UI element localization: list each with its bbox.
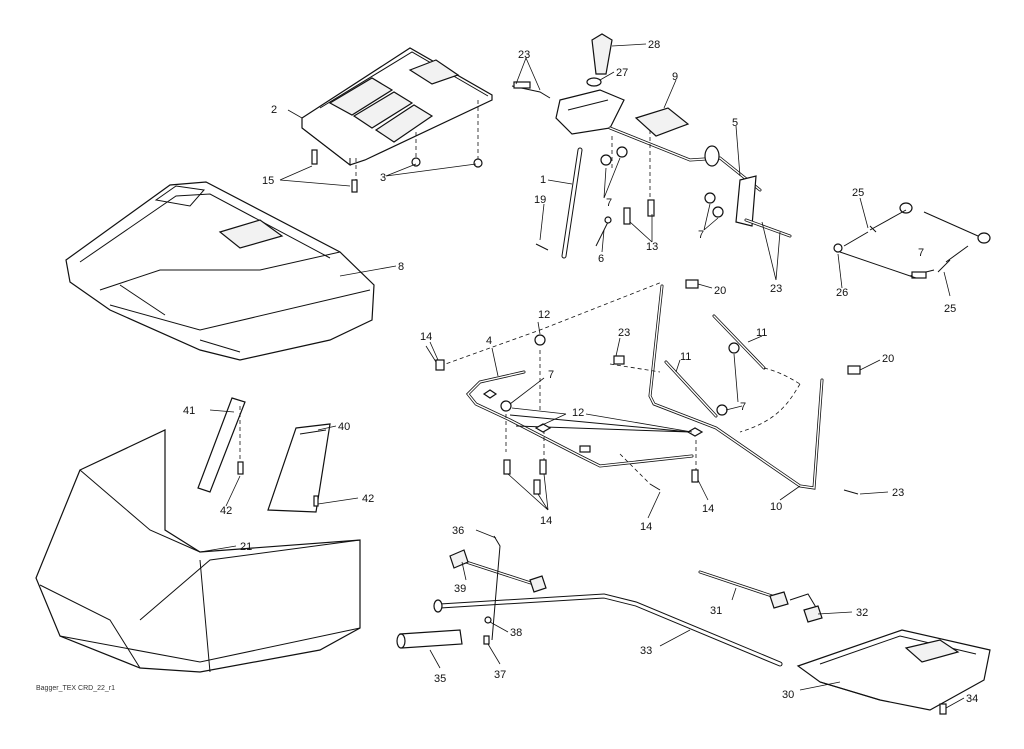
label-12b: 12 <box>572 407 584 419</box>
label-7c: 7 <box>918 247 924 259</box>
handle-upper-assembly <box>511 33 792 259</box>
label-5: 5 <box>732 117 738 129</box>
label-7d: 7 <box>548 369 554 381</box>
label-4: 4 <box>486 335 492 347</box>
label-12a: 12 <box>538 309 550 321</box>
label-38: 38 <box>510 627 522 639</box>
label-10: 10 <box>770 501 782 513</box>
label-33: 33 <box>640 645 652 657</box>
part-25-26-clips <box>833 202 991 279</box>
label-11a: 11 <box>756 327 767 339</box>
label-41: 41 <box>183 405 195 417</box>
label-20a: 20 <box>714 285 726 297</box>
part-40-panel <box>267 423 331 513</box>
label-1: 1 <box>540 174 546 186</box>
leader-lines <box>199 43 965 709</box>
label-39: 39 <box>454 583 466 595</box>
label-27: 27 <box>616 67 628 79</box>
label-31: 31 <box>710 605 722 617</box>
drawing-caption: Bagger_TEX CRD_22_r1 <box>36 685 115 692</box>
label-11b: 11 <box>680 351 691 363</box>
label-3: 3 <box>380 172 386 184</box>
part-2-top-cover <box>301 47 493 193</box>
label-7b: 7 <box>698 229 704 241</box>
label-21: 21 <box>240 541 252 553</box>
label-23a: 23 <box>518 49 530 61</box>
label-37: 37 <box>494 669 506 681</box>
callout-labels: 2 15 3 8 41 40 42 42 21 23 28 27 9 5 1 1… <box>36 39 978 705</box>
label-32: 32 <box>856 607 868 619</box>
label-2: 2 <box>271 104 277 116</box>
handle-frame-assembly <box>435 279 861 495</box>
label-14d: 14 <box>702 503 714 515</box>
label-23c: 23 <box>618 327 630 339</box>
label-14b: 14 <box>540 515 552 527</box>
label-25a: 25 <box>852 187 864 199</box>
label-40: 40 <box>338 421 350 433</box>
label-26: 26 <box>836 287 848 299</box>
label-35: 35 <box>434 673 446 685</box>
label-15: 15 <box>262 175 274 187</box>
label-7e: 7 <box>740 401 746 413</box>
label-14a: 14 <box>420 331 432 343</box>
label-23b: 23 <box>770 283 782 295</box>
label-8: 8 <box>398 261 404 273</box>
part-8-hood <box>65 181 375 361</box>
label-19: 19 <box>534 194 546 206</box>
label-6: 6 <box>598 253 604 265</box>
part-41-plate <box>197 397 246 493</box>
label-7a: 7 <box>606 197 612 209</box>
label-25b: 25 <box>944 303 956 315</box>
label-14c: 14 <box>640 521 652 533</box>
label-28: 28 <box>648 39 660 51</box>
lever-assembly <box>396 535 991 715</box>
label-42a: 42 <box>220 505 232 517</box>
label-23d: 23 <box>892 487 904 499</box>
label-36: 36 <box>452 525 464 537</box>
part-21-bag-housing <box>35 429 361 673</box>
label-20b: 20 <box>882 353 894 365</box>
label-42b: 42 <box>362 493 374 505</box>
label-9: 9 <box>672 71 678 83</box>
label-30: 30 <box>782 689 794 701</box>
label-34: 34 <box>966 693 978 705</box>
label-13: 13 <box>646 241 658 253</box>
